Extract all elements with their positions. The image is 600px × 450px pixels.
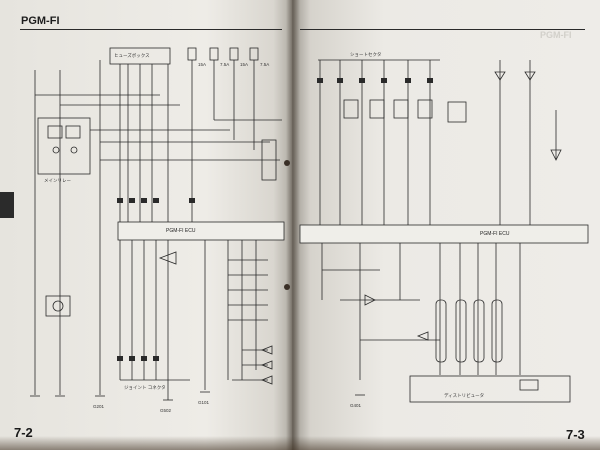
ecu-label-left: PGM-FI ECU	[166, 228, 196, 234]
book-gutter	[286, 0, 300, 450]
binding-hole-top	[284, 160, 290, 166]
header-rule-right	[300, 29, 585, 30]
ground-g201-label: G201	[93, 404, 105, 409]
binding-hole-bottom	[284, 284, 290, 290]
fuse-label-3: 15A	[240, 62, 249, 67]
page-title: PGM-FI	[21, 15, 60, 27]
header-rule-left	[20, 29, 282, 30]
distributor-label: ディストリビュータ	[444, 393, 485, 398]
photo-edge-shadow	[0, 436, 600, 450]
fuse-label-1: 15A	[198, 62, 207, 67]
ghost-title-showthrough: PGM-FI	[540, 30, 572, 40]
ground-g101-label: G101	[198, 400, 210, 405]
ground-g401-label: G401	[350, 403, 362, 408]
fuse-label-2: 7.5A	[220, 62, 230, 67]
ecu-label-right: PGM-FI ECU	[480, 231, 510, 237]
joint-connector-label: ジョイント コネクタ	[124, 385, 166, 390]
main-relay-label: メインリレー	[44, 178, 71, 183]
short-connector-label: ショートセクタ	[350, 52, 382, 57]
section-tab-marker	[0, 192, 14, 218]
fuse-box-label: ヒューズボックス	[114, 53, 150, 58]
fuse-label-4: 7.5A	[260, 62, 270, 67]
ground-g502-label: G502	[160, 408, 172, 413]
